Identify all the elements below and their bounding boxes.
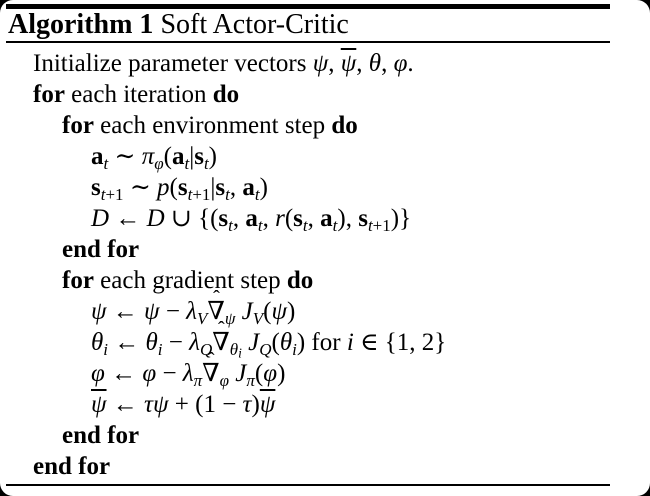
algorithm-line: ψ ← τψ + (1 − τ)ψ: [91, 391, 276, 418]
algorithm-line: for each gradient step do: [62, 267, 314, 294]
algorithm-line: Initialize parameter vectors ψ, ψ, θ, φ.: [33, 50, 414, 77]
algorithm-body: Initialize parameter vectors ψ, ψ, θ, φ.…: [0, 43, 650, 484]
algorithm-line: D ← D ∪ {(st, at, r(st, at), st+1)}: [91, 205, 412, 235]
algorithm-line: end for: [62, 422, 140, 449]
algorithm-line: end for: [33, 453, 111, 480]
algorithm-label: Algorithm 1: [8, 9, 154, 40]
bottom-rule: [6, 484, 610, 486]
algorithm-line: end for: [62, 236, 140, 263]
algorithm-line: for each environment step do: [62, 112, 358, 139]
mid-rule: [6, 41, 610, 43]
algorithm-line: for each iteration do: [33, 81, 240, 108]
algorithm-line: at ∼ πφ(at|st): [91, 143, 217, 173]
algorithm-title: Soft Actor-Critic: [160, 9, 349, 40]
algorithm-line: st+1 ∼ p(st+1|st, at): [91, 174, 268, 204]
top-rule: [6, 4, 610, 9]
